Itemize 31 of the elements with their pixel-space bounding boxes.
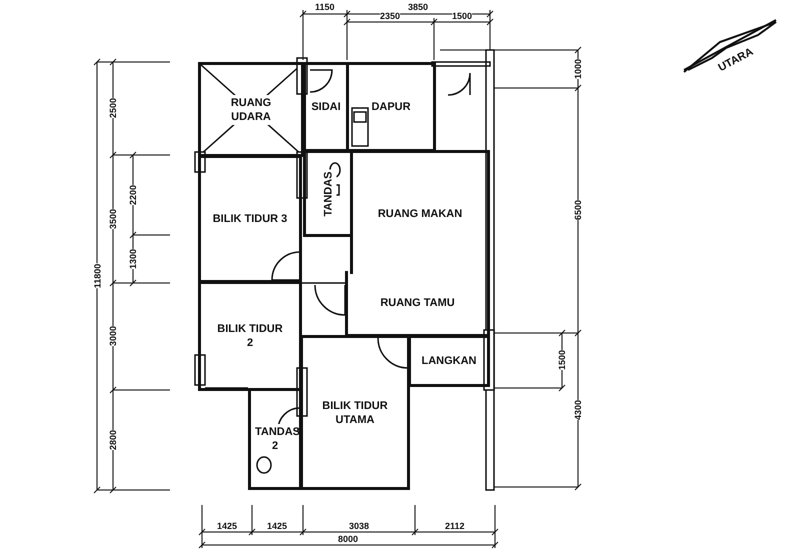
dimension-label: 1300 [128, 248, 138, 270]
dimension-label: 1425 [217, 521, 238, 531]
dimension-label: 2800 [108, 430, 118, 450]
dimension-label: 3000 [108, 326, 118, 346]
dimension-label: 1500 [557, 350, 568, 370]
room-outline [303, 150, 353, 237]
room-outline [198, 155, 302, 283]
room-outline [248, 388, 302, 490]
room-label: TANDAS 2 [253, 424, 297, 454]
room-outline [350, 150, 490, 274]
dimension-label: 6500 [573, 200, 584, 220]
dimension-label: 1150 [315, 2, 335, 12]
room-outline [303, 62, 349, 152]
dimension-label: 2112 [445, 521, 465, 531]
dimension-label: 3500 [108, 208, 118, 230]
dimension-label: 2500 [108, 98, 118, 118]
room-outline [345, 271, 490, 337]
dimension-label: 1000 [573, 58, 584, 80]
dimension-label: 1425 [267, 521, 288, 531]
room-outline [300, 335, 410, 490]
room-outline [346, 62, 436, 152]
room-outline [408, 335, 490, 387]
dimension-label: 2200 [128, 184, 138, 206]
dimension-label: 11800 [92, 264, 102, 288]
dimension-label: 8000 [338, 534, 358, 544]
dimension-label: 1500 [452, 11, 472, 21]
dimension-label: 3850 [408, 2, 428, 12]
dimension-label: 4300 [573, 400, 584, 420]
dimension-label: 2350 [380, 11, 400, 21]
dimension-label: 3038 [349, 521, 370, 531]
room-outline [198, 281, 302, 391]
